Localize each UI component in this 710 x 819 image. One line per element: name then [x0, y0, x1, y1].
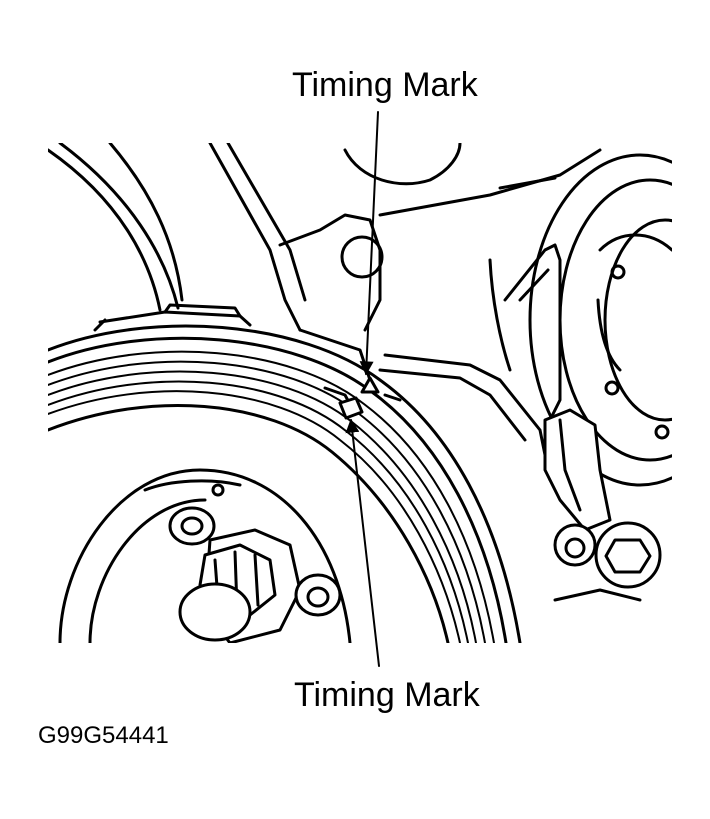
leader-arrow-bottom	[345, 418, 380, 667]
timing-mark-label-top: Timing Mark	[292, 66, 478, 104]
timing-cover	[48, 143, 602, 482]
crank-hub	[168, 483, 342, 643]
timing-mark-label-bottom: Timing Mark	[294, 676, 480, 714]
timing-mark-pointer	[360, 376, 380, 394]
timing-mark-notch	[338, 396, 364, 420]
idler-pulley	[503, 153, 672, 487]
crankshaft-pulley	[48, 303, 522, 643]
leader-arrow-top	[359, 111, 379, 376]
figure-code: G99G54441	[38, 722, 169, 749]
tensioner-bracket	[543, 408, 662, 602]
